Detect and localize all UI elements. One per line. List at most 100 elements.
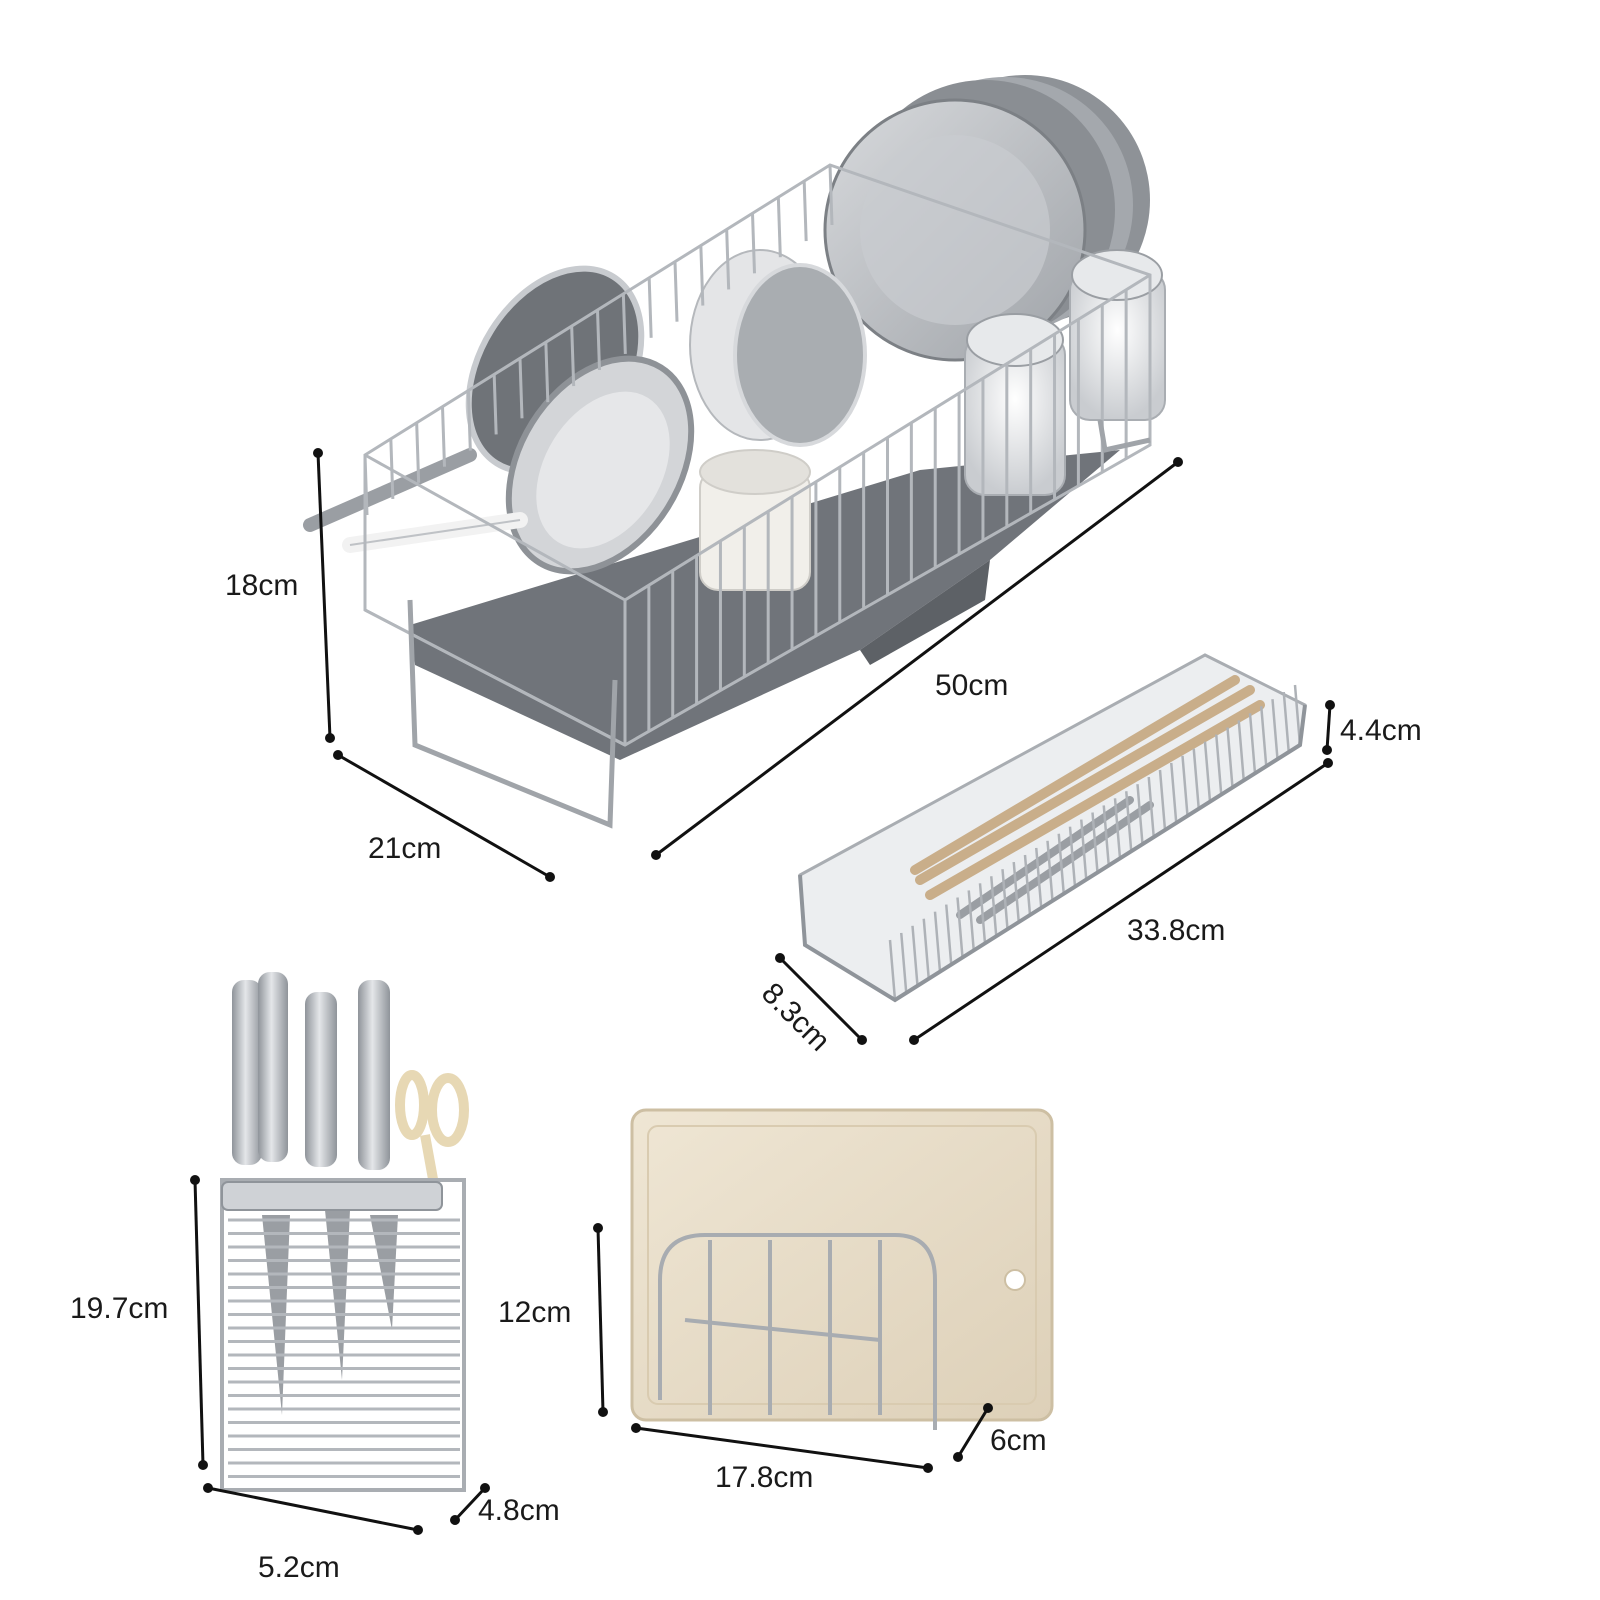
wire-bar	[1012, 861, 1020, 923]
knife-depth-line	[453, 1486, 487, 1522]
wire-bar	[1158, 769, 1167, 831]
dish-rack-height-label: 18cm	[225, 569, 298, 602]
wire-bar	[900, 932, 908, 994]
board-depth-label: 6cm	[990, 1424, 1047, 1457]
knife-holder-top-bar	[221, 1181, 443, 1211]
wire-bar	[802, 181, 808, 242]
wire-bar	[1057, 833, 1065, 894]
wire-bar	[570, 326, 576, 387]
knife-height-line	[193, 1179, 205, 1466]
wire-bar	[1113, 798, 1122, 859]
wire-bar	[1147, 776, 1155, 838]
cutlery-width-label: 8.3cm	[755, 977, 836, 1058]
dish-rack	[303, 75, 1166, 829]
cutlery-height-label: 4.4cm	[1340, 714, 1422, 747]
wire-bar	[776, 197, 782, 258]
knife-depth-label: 4.8cm	[478, 1494, 560, 1527]
wire-bar	[1271, 699, 1279, 760]
wire-bar	[990, 876, 998, 937]
board-height-label: 12cm	[498, 1296, 571, 1329]
wire-bar	[1181, 755, 1189, 816]
wire-bar	[828, 164, 834, 226]
wire-bar	[888, 939, 897, 1001]
wire-bar	[1215, 734, 1223, 795]
wire-bar	[492, 374, 498, 435]
chopsticks	[910, 675, 1265, 900]
wire-bar	[389, 438, 395, 499]
cutting-board	[630, 1108, 1054, 1422]
spoons-forks	[956, 796, 1154, 924]
wire-bar	[1001, 869, 1009, 930]
cutlery-length-label: 33.8cm	[1127, 914, 1225, 947]
dish-rack-length-line	[655, 460, 1179, 857]
wire-bar	[1293, 684, 1302, 746]
wire-bar	[1023, 854, 1032, 916]
cutlery-length-line	[913, 761, 1329, 1042]
wire-bar	[725, 229, 731, 290]
board-rack-wires	[658, 1233, 937, 1430]
dish-rack-depth-label: 21cm	[368, 832, 441, 865]
dish-rack-length-label: 50cm	[935, 669, 1008, 702]
board-height-line	[596, 1227, 605, 1413]
wire-bar	[922, 918, 930, 979]
wire-bar	[466, 390, 472, 451]
wire-bar	[415, 422, 421, 483]
board-depth-line	[956, 1407, 990, 1458]
wire-bar	[1260, 706, 1268, 767]
wire-bar	[673, 261, 679, 322]
plates	[823, 75, 1150, 362]
wire-bar	[911, 925, 919, 986]
board-width-line	[635, 1426, 929, 1470]
dimension-lines	[190, 448, 1335, 1535]
wire-bar	[1282, 691, 1290, 753]
wire-bar	[1125, 791, 1133, 852]
knife-holder	[220, 972, 469, 1492]
wire-bar	[1080, 819, 1088, 880]
wire-bar	[978, 883, 987, 944]
mug	[699, 449, 811, 591]
cutlery-width-line	[778, 956, 864, 1042]
wire-bar	[1091, 812, 1099, 873]
wire-bar	[1192, 748, 1200, 809]
board-width-label: 17.8cm	[715, 1461, 813, 1494]
knife-width-label: 5.2cm	[258, 1551, 340, 1584]
wire-bar	[1102, 805, 1110, 866]
wire-bar	[1046, 840, 1054, 901]
wire-bar	[1068, 826, 1077, 887]
wire-bar	[1136, 784, 1144, 845]
wire-bar	[518, 358, 524, 419]
wire-bar	[1203, 741, 1212, 802]
knife-width-line	[207, 1486, 419, 1532]
wire-bar	[441, 406, 446, 467]
wire-bar	[1237, 720, 1245, 781]
board-rack	[630, 1108, 1054, 1430]
knife-height-label: 19.7cm	[70, 1292, 168, 1325]
wire-bar	[1035, 847, 1043, 909]
wire-bar	[1170, 762, 1178, 824]
wire-bar	[647, 277, 653, 338]
wire-bar	[363, 454, 369, 516]
drain-tray	[410, 450, 1120, 760]
wire-bar	[1248, 713, 1257, 774]
wire-bar	[945, 904, 953, 965]
drain-spout	[860, 560, 990, 665]
cutlery-height-line	[1325, 704, 1332, 751]
cutlery-basket	[798, 653, 1307, 1003]
wire-bar	[621, 293, 627, 354]
wire-bar	[967, 890, 975, 951]
wire-bar	[544, 342, 550, 403]
wire-bar	[1226, 727, 1234, 788]
dish-rack-wires	[363, 163, 1152, 829]
wire-bar	[751, 213, 756, 274]
dish-rack-depth-line	[337, 753, 551, 879]
bowls	[689, 249, 867, 447]
knife-holder-frame	[220, 1178, 466, 1492]
scissors	[395, 1070, 469, 1191]
board-hang-hole	[1004, 1269, 1026, 1291]
wire-bar	[956, 897, 964, 958]
wire-bar	[699, 245, 705, 306]
wire-bar	[596, 309, 601, 371]
dish-rack-height-line	[316, 452, 332, 739]
wire-bar	[933, 911, 942, 972]
